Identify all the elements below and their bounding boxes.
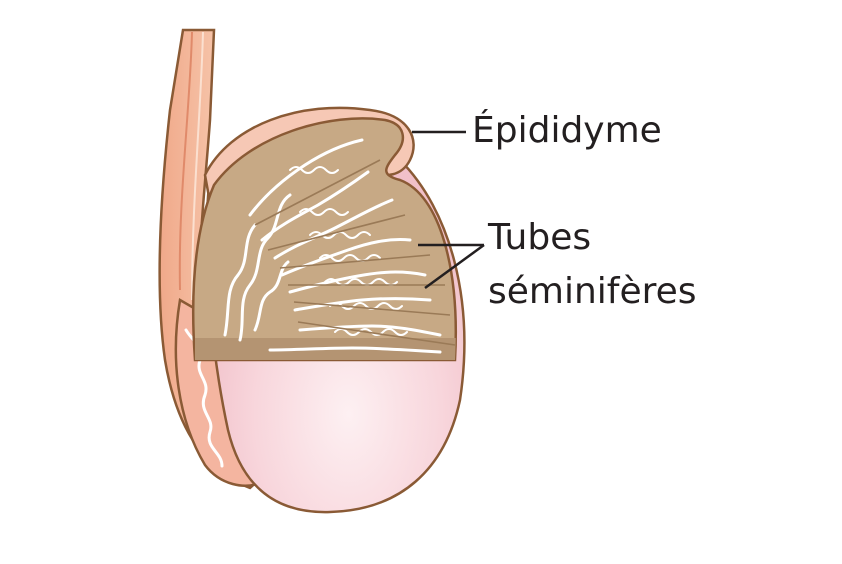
cutaway-lobules (191, 117, 457, 362)
tubules-leader-line-2 (424, 243, 485, 290)
seminiferous-tubules-label-line2: séminifères (488, 271, 697, 312)
epididymis-label: Épididyme (472, 110, 662, 151)
leader-lines (412, 130, 485, 290)
seminiferous-tubules-label-line1: Tubes (488, 217, 592, 258)
